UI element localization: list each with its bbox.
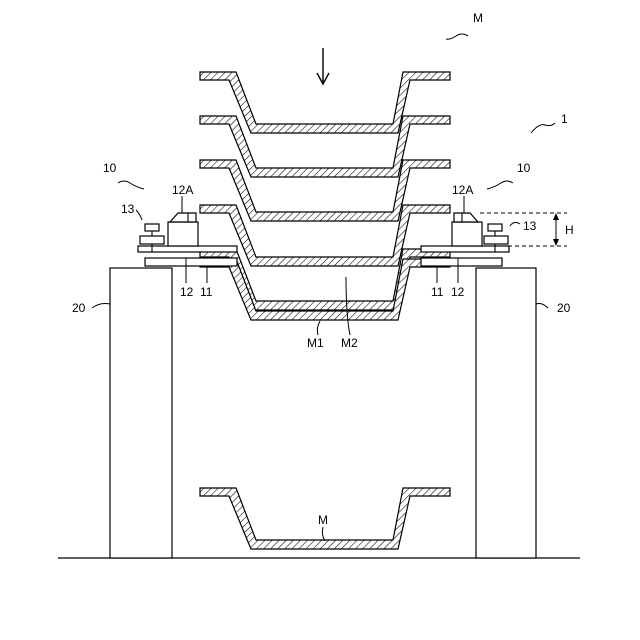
label-ref-12-left: 12 bbox=[180, 285, 194, 299]
label-ref-m1: M1 bbox=[307, 336, 324, 350]
label-ref-12-right: 12 bbox=[451, 285, 465, 299]
label-ref-11-right: 11 bbox=[431, 285, 444, 299]
label-ref-13-left: 13 bbox=[121, 202, 135, 216]
label-ref-h: H bbox=[565, 223, 574, 237]
label-ref-m2: M2 bbox=[341, 336, 358, 350]
block-12a-left bbox=[170, 213, 196, 222]
label-ref-10-right: 10 bbox=[517, 161, 531, 175]
slider-12-left bbox=[168, 222, 198, 246]
down-arrow-icon bbox=[317, 48, 329, 84]
block-12a-right bbox=[454, 213, 478, 222]
label-m-bottom: M bbox=[318, 513, 328, 527]
tray-m1 bbox=[200, 259, 450, 320]
support-column-right bbox=[476, 268, 536, 558]
plate-11-left bbox=[138, 246, 237, 252]
label-ref-10-left: 10 bbox=[103, 161, 117, 175]
label-m-top: M bbox=[473, 11, 483, 25]
tray-stack bbox=[200, 72, 450, 549]
bolt-13-left-head bbox=[145, 224, 159, 231]
bolt-13-left-nut bbox=[140, 236, 164, 244]
bolt-13-right-head bbox=[488, 224, 502, 231]
slider-12-right bbox=[452, 222, 482, 246]
label-ref-11-left: 11 bbox=[200, 285, 213, 299]
holding-unit-right bbox=[421, 213, 509, 266]
bolt-13-right-nut bbox=[484, 236, 508, 244]
plate-11-right bbox=[421, 246, 509, 252]
base-plate-right bbox=[421, 258, 502, 266]
label-ref-20-right: 20 bbox=[557, 301, 571, 315]
label-ref-13-right: 13 bbox=[523, 219, 537, 233]
label-ref-20-left: 20 bbox=[72, 301, 86, 315]
label-ref-12a-right: 12A bbox=[452, 183, 473, 197]
label-ref-1: 1 bbox=[561, 112, 568, 126]
support-column-left bbox=[110, 268, 172, 558]
holding-unit-left bbox=[138, 213, 237, 266]
base-plate-left bbox=[145, 258, 237, 266]
label-ref-12a-left: 12A bbox=[172, 183, 193, 197]
